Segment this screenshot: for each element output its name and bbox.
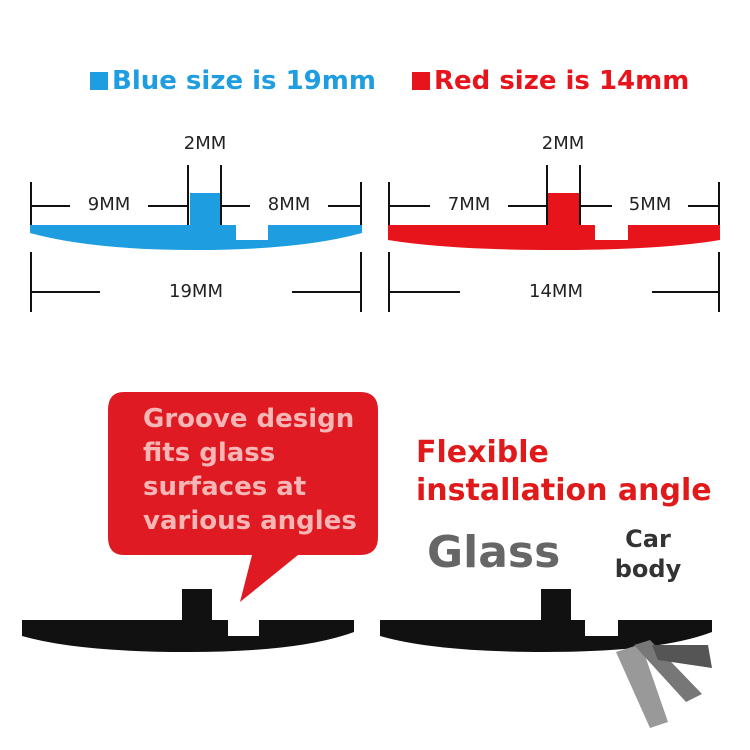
legend-red-swatch bbox=[412, 72, 430, 90]
car-body-panel-1 bbox=[616, 644, 668, 728]
legend-blue-swatch bbox=[90, 72, 108, 90]
black-profile-left bbox=[22, 589, 354, 652]
black-profile-right bbox=[380, 589, 712, 652]
car-body-label-line2: body bbox=[614, 555, 682, 583]
red-right-width: 5MM bbox=[628, 194, 672, 215]
legend-red-label: Red size is 14mm bbox=[434, 66, 690, 96]
blue-profile-shape bbox=[30, 193, 362, 250]
legend-blue-label: Blue size is 19mm bbox=[112, 66, 376, 96]
glass-label: Glass bbox=[427, 527, 561, 578]
car-body-label: Car body bbox=[603, 524, 693, 584]
red-top-width: 2MM bbox=[541, 133, 585, 154]
installation-example bbox=[380, 589, 712, 728]
legend-red: Red size is 14mm bbox=[412, 66, 689, 96]
callout-text: Groove design fits glass surfaces at var… bbox=[143, 404, 357, 536]
car-body-panel-2 bbox=[634, 640, 702, 702]
blue-profile bbox=[30, 165, 362, 312]
red-dimension-lines bbox=[388, 165, 720, 312]
red-profile-shape bbox=[388, 193, 720, 250]
car-body-label-line1: Car bbox=[625, 525, 671, 553]
red-profile bbox=[388, 165, 720, 312]
blue-total-width: 19MM bbox=[169, 281, 223, 302]
blue-dimension-lines bbox=[30, 165, 362, 312]
installation-title-line1: Flexible bbox=[416, 435, 549, 470]
installation-title: Flexible installation angle bbox=[416, 434, 712, 510]
legend-blue: Blue size is 19mm bbox=[90, 66, 376, 96]
red-total-width: 14MM bbox=[529, 281, 583, 302]
installation-title-line2: installation angle bbox=[416, 473, 712, 508]
red-left-width: 7MM bbox=[447, 194, 491, 215]
callout-bubble bbox=[108, 392, 378, 602]
blue-left-width: 9MM bbox=[87, 194, 131, 215]
blue-right-width: 8MM bbox=[267, 194, 311, 215]
blue-top-width: 2MM bbox=[183, 133, 227, 154]
car-body-panel-3 bbox=[652, 645, 712, 668]
